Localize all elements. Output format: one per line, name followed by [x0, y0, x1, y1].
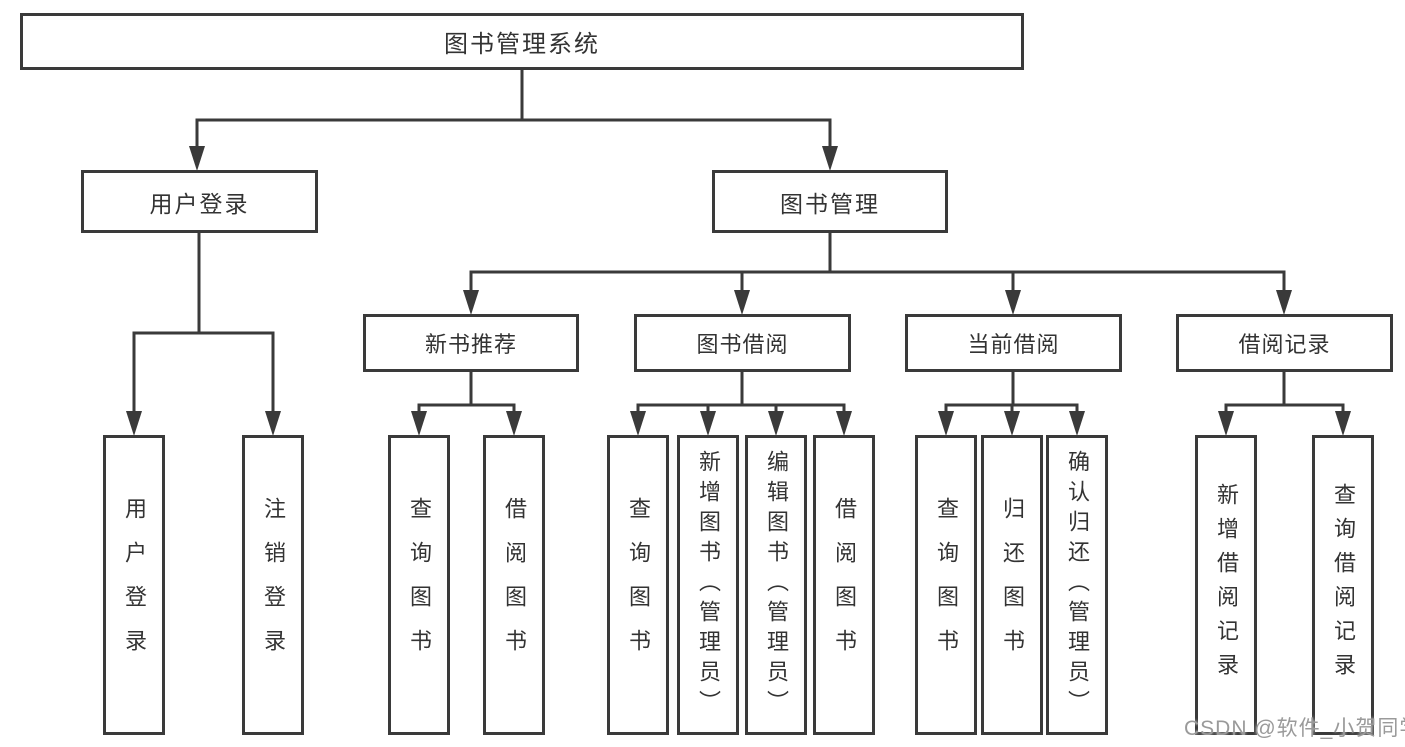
leaf-label: 借阅图书	[502, 497, 527, 673]
leaf-bb-edit-books-admin: 编辑图书（管理员）	[745, 435, 807, 735]
leaf-label: 查询图书	[626, 497, 651, 673]
arrowhead	[938, 411, 954, 436]
leaf-label: 查询图书	[407, 497, 432, 673]
watermark: CSDN @软件_小贺同学	[1184, 717, 1405, 740]
node-book-management: 图书管理	[712, 170, 948, 233]
arrowhead	[1069, 411, 1085, 436]
leaf-bb-borrow-books: 借阅图书	[813, 435, 875, 735]
arrowhead	[734, 290, 750, 315]
leaf-user-login: 用户登录	[103, 435, 165, 735]
leaf-label: 归还图书	[1000, 497, 1025, 673]
arrowhead	[411, 411, 427, 436]
arrowhead	[1276, 290, 1292, 315]
arrowhead	[836, 411, 852, 436]
node-user-login: 用户登录	[81, 170, 318, 233]
arrowhead	[126, 411, 142, 436]
leaf-label: 新增借阅记录	[1214, 483, 1239, 687]
leaf-label: 查询借阅记录	[1331, 483, 1356, 687]
arrowhead	[700, 411, 716, 436]
leaf-bb-add-books-admin: 新增图书（管理员）	[677, 435, 739, 735]
leaf-cb-return-books: 归还图书	[981, 435, 1043, 735]
leaf-bb-query-books: 查询图书	[607, 435, 669, 735]
leaf-cb-confirm-return-admin: 确认归还（管理员）	[1046, 435, 1108, 735]
arrowhead	[1218, 411, 1234, 436]
leaf-label: 编辑图书（管理员）	[764, 450, 789, 720]
leaf-label: 新增图书（管理员）	[696, 450, 721, 720]
leaf-br-query-record: 查询借阅记录	[1312, 435, 1374, 735]
node-book-borrow: 图书借阅	[634, 314, 851, 372]
arrowhead	[189, 146, 205, 171]
leaf-nb-query-books: 查询图书	[388, 435, 450, 735]
node-root: 图书管理系统	[20, 13, 1024, 70]
arrowhead	[463, 290, 479, 315]
leaf-logout: 注销登录	[242, 435, 304, 735]
arrowhead	[630, 411, 646, 436]
leaf-label: 查询图书	[934, 497, 959, 673]
node-new-book-recommend: 新书推荐	[363, 314, 579, 372]
arrowhead	[768, 411, 784, 436]
leaf-label: 确认归还（管理员）	[1065, 450, 1090, 720]
leaf-label: 注销登录	[261, 497, 286, 673]
arrowhead	[1004, 411, 1020, 436]
leaf-cb-query-books: 查询图书	[915, 435, 977, 735]
arrowhead	[1335, 411, 1351, 436]
leaf-br-add-record: 新增借阅记录	[1195, 435, 1257, 735]
arrowhead	[506, 411, 522, 436]
leaf-label: 用户登录	[122, 497, 147, 673]
leaf-nb-borrow-books: 借阅图书	[483, 435, 545, 735]
node-borrow-records: 借阅记录	[1176, 314, 1393, 372]
node-current-borrow: 当前借阅	[905, 314, 1122, 372]
arrowhead	[822, 146, 838, 171]
leaf-label: 借阅图书	[832, 497, 857, 673]
arrowhead	[1005, 290, 1021, 315]
arrowhead	[265, 411, 281, 436]
